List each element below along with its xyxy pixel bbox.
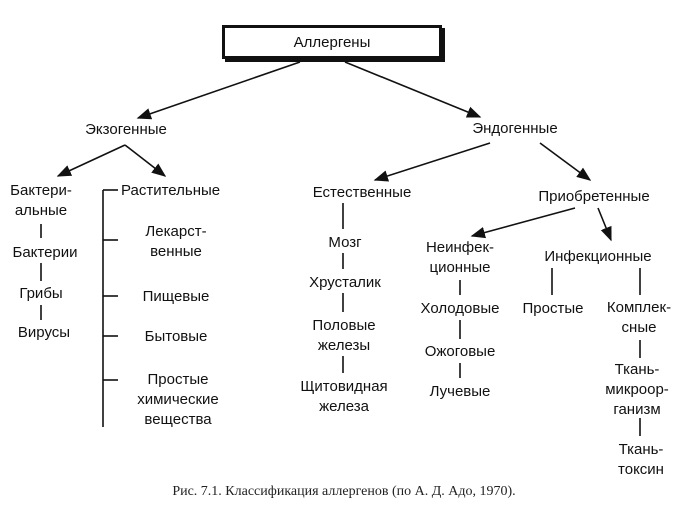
edge-root-endogenous bbox=[344, 61, 482, 118]
node-simple: Простые bbox=[522, 300, 584, 317]
node-exogenous: Экзогенные bbox=[85, 121, 167, 138]
node-plant: Растительные bbox=[121, 182, 221, 199]
root-node: Аллергены bbox=[222, 25, 442, 59]
node-bacteria: Бактерии bbox=[12, 244, 78, 261]
node-endogenous: Эндогенные bbox=[472, 120, 558, 137]
node-natural: Естественные bbox=[312, 184, 412, 201]
node-radiation: Лучевые bbox=[429, 383, 491, 400]
node-gonads: Половые железы bbox=[312, 317, 376, 354]
node-infectious: Инфекционные bbox=[544, 248, 652, 265]
node-tissue-microorganism: Ткань- микроор- ганизм bbox=[605, 361, 669, 418]
node-household: Бытовые bbox=[144, 328, 208, 345]
node-thyroid: Щитовидная железа bbox=[300, 378, 388, 415]
edge-root-exogenous bbox=[136, 61, 301, 120]
node-bacterial: Бактери- альные bbox=[10, 182, 72, 219]
edge-endogenous-acquired bbox=[539, 142, 592, 181]
edge-exogenous-bacterial bbox=[56, 144, 126, 177]
node-fungi: Грибы bbox=[19, 285, 63, 302]
node-viruses: Вирусы bbox=[17, 324, 71, 341]
edge-acquired-noninfectious bbox=[470, 207, 576, 239]
node-lens: Хрусталик bbox=[309, 274, 381, 291]
node-tissue-toxin: Ткань- токсин bbox=[618, 441, 664, 478]
edge-exogenous-plant bbox=[124, 144, 167, 177]
edge-endogenous-natural bbox=[373, 142, 491, 182]
node-burn: Ожоговые bbox=[424, 343, 496, 360]
node-simple-chemicals: Простые химические вещества bbox=[137, 371, 219, 428]
node-acquired: Приобретенные bbox=[538, 188, 650, 205]
node-food: Пищевые bbox=[142, 288, 210, 305]
node-noninfectious: Неинфек- ционные bbox=[425, 239, 495, 276]
node-cold: Холодовые bbox=[420, 300, 500, 317]
root-label: Аллергены bbox=[293, 33, 371, 51]
edge-acquired-infectious bbox=[597, 207, 612, 242]
node-brain: Мозг bbox=[328, 234, 362, 251]
node-complex: Комплек- сные bbox=[606, 299, 672, 336]
figure-caption: Рис. 7.1. Классификация аллергенов (по А… bbox=[172, 484, 516, 499]
node-medicinal: Лекарст- венные bbox=[145, 223, 207, 260]
